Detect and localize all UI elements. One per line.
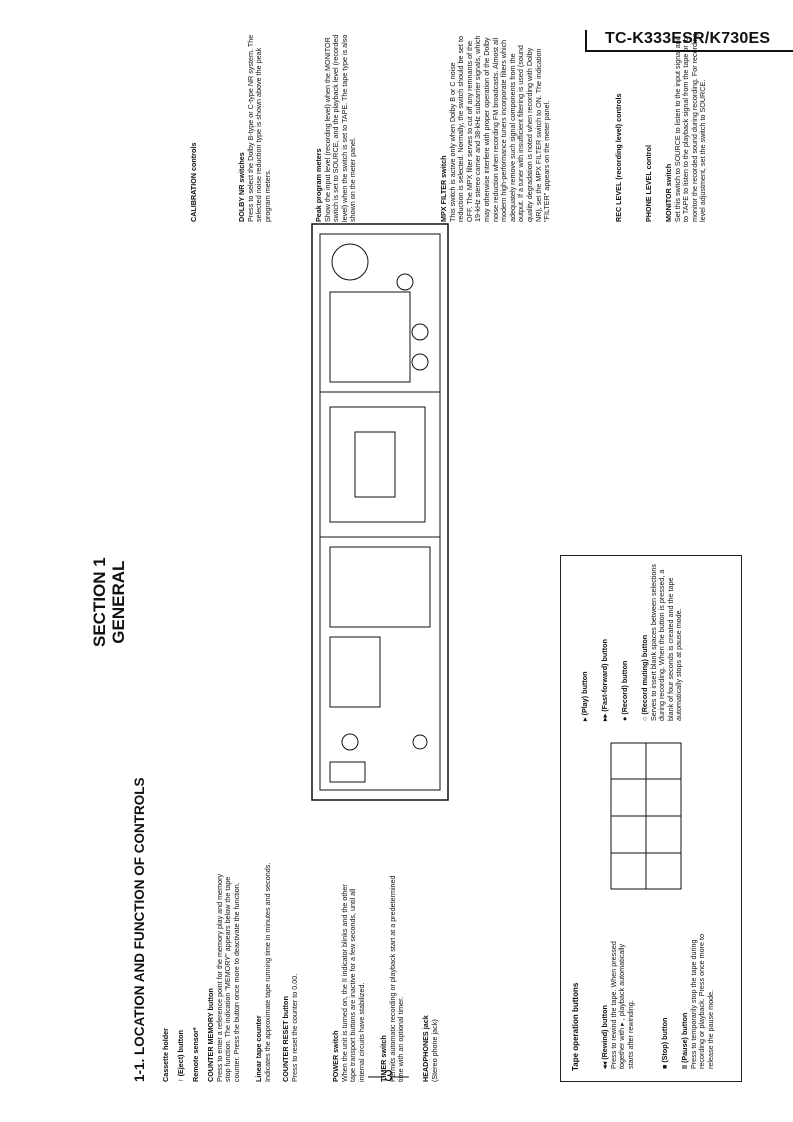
label-title: ↑ (Eject) button (176, 1030, 185, 1082)
label-desc: Press to rewind the tape. When pressed t… (608, 941, 635, 1069)
label-desc: This switch is active only when Dolby B … (447, 35, 552, 222)
label-rec-level: REC LEVEL (recording level) controls (614, 32, 624, 222)
deck-front-panel-drawing (311, 223, 449, 801)
model-number: TC-K333ESR/K730ES (605, 30, 771, 47)
label-title: ▸▸ (Fast-forward) button (600, 639, 609, 721)
label-eject-button: ↑ (Eject) button (176, 1012, 186, 1082)
label-title: Cassette holder (161, 1028, 170, 1082)
section-title-line2: GENERAL (109, 560, 128, 644)
label-desc: (Stereo phone jack) (429, 1019, 439, 1082)
label-rewind: ◂◂ (Rewind) button Press to rewind the t… (600, 939, 635, 1069)
label-desc: Press to enter a reference point for the… (214, 873, 241, 1082)
label-headphones: HEADPHONES jack (Stereo phone jack) (421, 932, 439, 1082)
label-dolby-nr: DOLBY NR switches Press to select the Do… (237, 32, 272, 222)
label-record-muting: ○ (Record muting) button Serves to inser… (640, 561, 684, 721)
label-title: ▸ (Play) button (580, 671, 589, 721)
transport-buttons-drawing (610, 742, 682, 890)
tape-operation-box: Tape operation buttons ◂◂ (Rewind) butto… (560, 555, 742, 1082)
section-title: SECTION 1 GENERAL (90, 557, 128, 647)
label-counter-reset: COUNTER RESET button Press to reset the … (281, 862, 299, 1082)
label-monitor-switch: MONITOR switch Set this switch to SOURCE… (664, 32, 708, 222)
label-stop: ■ (Stop) button (660, 939, 670, 1069)
section-title-line1: SECTION 1 (90, 557, 109, 647)
header-rule (585, 50, 793, 52)
page-number: —3— (368, 1068, 409, 1085)
label-desc: Permits automatic recording or playback … (387, 875, 406, 1082)
label-remote-sensor: Remote sensor* (191, 1012, 201, 1082)
label-title: ● (Record) button (620, 660, 629, 721)
label-record: ● (Record) button (620, 561, 630, 721)
label-cassette-holder: Cassette holder (161, 1012, 171, 1082)
label-title: REC LEVEL (recording level) controls (614, 93, 623, 222)
label-linear-tape-counter: Linear tape counter Indicates the approx… (254, 862, 272, 1082)
label-desc: Serves to insert blank spaces between se… (648, 563, 684, 721)
label-desc: When the unit is turned on, the II indic… (339, 884, 366, 1082)
label-pause: II (Pause) button Press to temporarily s… (680, 909, 715, 1069)
label-desc: Press to select the Dolby B-type or C-ty… (245, 34, 272, 222)
label-desc: Show the input level (recording level) w… (322, 34, 358, 222)
label-peak-meters: Peak program meters Show the input level… (314, 32, 358, 222)
tape-operation-title: Tape operation buttons (571, 982, 580, 1071)
label-counter-memory: COUNTER MEMORY button Press to enter a r… (206, 862, 241, 1082)
label-desc: Set this switch to SOURCE to listen to t… (672, 33, 708, 222)
label-title: CALIBRATION controls (189, 142, 198, 222)
label-desc: Indicates the approximate tape running t… (262, 862, 272, 1082)
label-desc: Press to reset the counter to 0.00. (289, 973, 299, 1082)
rotated-page-content: SECTION 1 GENERAL 1-1. LOCATION AND FUNC… (70, 33, 742, 1102)
label-title: PHONE LEVEL control (644, 145, 653, 222)
label-fast-forward: ▸▸ (Fast-forward) button (600, 561, 610, 721)
subsection-title: 1-1. LOCATION AND FUNCTION OF CONTROLS (132, 777, 147, 1083)
label-play: ▸ (Play) button (580, 561, 590, 721)
label-desc: Press to temporarily stop the tape durin… (688, 933, 715, 1069)
label-calibration: CALIBRATION controls (189, 122, 199, 222)
label-phone-level: PHONE LEVEL control (644, 32, 654, 222)
label-title: Remote sensor* (191, 1027, 200, 1082)
label-title: ■ (Stop) button (660, 1017, 669, 1069)
label-mpx-filter: MPX FILTER switch This switch is active … (439, 32, 552, 222)
label-timer-switch: TIMER switch Permits automatic recording… (379, 872, 406, 1082)
header-rule-vertical (585, 30, 587, 52)
label-power-switch: POWER switch When the unit is turned on,… (331, 872, 366, 1082)
